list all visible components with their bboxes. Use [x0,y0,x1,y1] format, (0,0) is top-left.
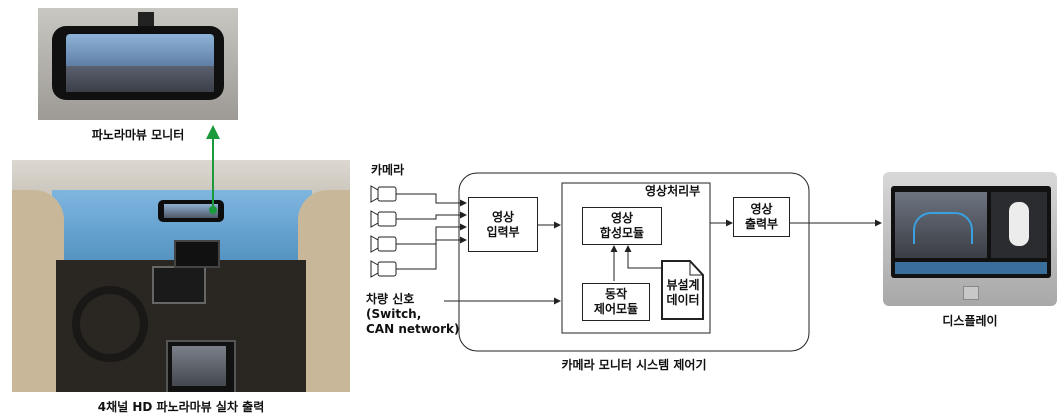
input-block: 영상 입력부 [468,197,538,252]
panorama-monitor-photo [38,8,238,120]
processing-box [561,182,711,334]
output-block: 영상 출력부 [733,197,790,237]
car-interior-caption: 4채널 HD 파노라마뷰 실차 출력 [97,400,265,414]
green-dot [209,206,217,214]
vehicle-signal-label: 차량 신호 (Switch, CAN network) [366,292,460,336]
processing-title: 영상처리부 [645,184,701,198]
control-block: 동작 제어모듈 [582,283,650,321]
camera-label: 카메라 [371,163,405,177]
display-photo [883,172,1057,306]
synthesis-block: 영상 합성모듈 [582,207,662,245]
panorama-monitor-caption: 파노라마뷰 모니터 [91,128,185,142]
car-interior-photo [12,160,350,392]
controller-caption: 카메라 모니터 시스템 제어기 [561,358,707,372]
camera-icon [370,185,397,278]
display-caption: 디스플레이 [942,314,998,328]
controller-box [458,172,810,352]
view-data-label: 뷰설계 데이터 [666,278,700,307]
